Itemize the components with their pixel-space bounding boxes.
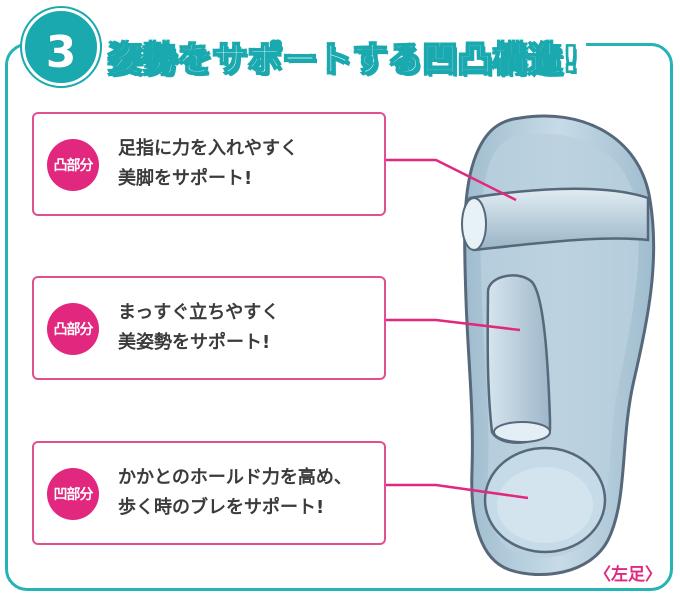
feature-line-2: 歩く時のブレをサポート!: [118, 497, 325, 518]
point-number: 3: [45, 26, 77, 78]
arch-ridge: [486, 274, 552, 444]
feature-card-toe: 凸部分 足指に力を入れやすく 美脚をサポート!: [32, 112, 386, 216]
feature-line-2: 美脚をサポート!: [118, 168, 253, 189]
feature-card-arch: 凸部分 まっすぐ立ちやすく 美姿勢をサポート!: [32, 276, 386, 380]
feature-tag: 凸部分: [47, 303, 99, 355]
leader-line-1: [386, 158, 517, 202]
feature-tag: 凸部分: [47, 139, 99, 191]
feature-line-1: かかとのホールド力を高め、: [118, 467, 352, 488]
foot-side-label: 〈左足〉: [594, 565, 662, 585]
feature-line-1: 足指に力を入れやすく: [118, 138, 298, 159]
feature-tag: 凹部分: [47, 468, 99, 520]
leader-line-2: [386, 318, 521, 332]
feature-line-2: 美姿勢をサポート!: [118, 332, 271, 353]
feature-line-1: まっすぐ立ちやすく: [118, 302, 280, 323]
headline: 姿勢をサポートする凹凸構造!: [102, 32, 586, 81]
leader-line-3: [386, 483, 529, 500]
point-badge: 3: [22, 8, 100, 86]
feature-card-heel: 凹部分 かかとのホールド力を高め、 歩く時のブレをサポート!: [32, 441, 386, 545]
